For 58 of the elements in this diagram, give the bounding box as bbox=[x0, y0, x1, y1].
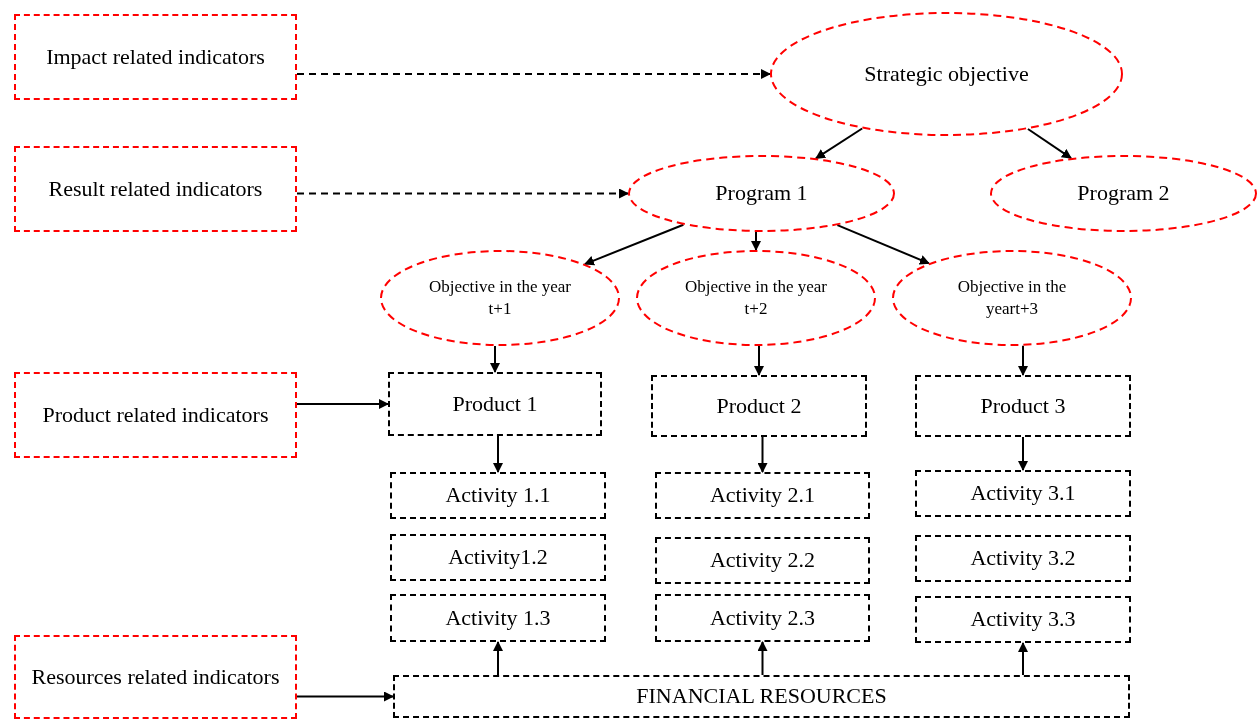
node-label: Program 2 bbox=[1077, 179, 1170, 208]
arrow bbox=[754, 345, 764, 376]
node-label: Product 2 bbox=[716, 391, 802, 420]
process-box bbox=[655, 472, 870, 519]
arrow bbox=[1026, 128, 1073, 160]
node-label: Activity 1.3 bbox=[445, 603, 551, 632]
node-label: Impact related indicators bbox=[46, 42, 265, 71]
node-label: Program 1 bbox=[715, 179, 808, 208]
arrow bbox=[493, 641, 503, 676]
node-label: Product related indicators bbox=[42, 400, 269, 429]
process-box bbox=[915, 470, 1131, 517]
process-box bbox=[390, 472, 606, 519]
node-label: Objective in the yeart+3 bbox=[956, 275, 1068, 320]
arrow bbox=[1018, 344, 1028, 376]
node-label: Activity 3.2 bbox=[970, 544, 1076, 573]
indicator-box bbox=[14, 146, 297, 232]
arrow bbox=[757, 436, 768, 473]
node-label: Objective in the year t+2 bbox=[683, 275, 829, 320]
arrow bbox=[490, 344, 500, 373]
node-label: Activity 2.3 bbox=[709, 603, 816, 632]
node-label: Activity 3.3 bbox=[970, 605, 1076, 634]
node-label: Product 3 bbox=[980, 391, 1066, 420]
indicator-box bbox=[14, 635, 297, 719]
process-box bbox=[390, 594, 606, 642]
arrow bbox=[493, 435, 503, 473]
node-label: Result related indicators bbox=[48, 174, 263, 203]
node-label: Activity 2.2 bbox=[709, 546, 816, 575]
process-box bbox=[915, 596, 1131, 643]
node-label: Activity 3.1 bbox=[970, 479, 1076, 508]
process-box bbox=[393, 675, 1130, 718]
arrow bbox=[1018, 436, 1028, 471]
process-box bbox=[388, 372, 602, 436]
node-label: FINANCIAL RESOURCES bbox=[636, 682, 887, 711]
arrow bbox=[751, 230, 761, 251]
arrow bbox=[1018, 642, 1028, 676]
process-box bbox=[655, 537, 870, 584]
node-label: Activity 1.1 bbox=[445, 481, 551, 510]
node-label: Activity 2.1 bbox=[709, 481, 816, 510]
node-label: Objective in the year t+1 bbox=[427, 275, 573, 320]
arrow bbox=[296, 69, 771, 79]
node-label: Activity1.2 bbox=[448, 543, 548, 572]
arrow bbox=[296, 188, 629, 199]
process-box bbox=[915, 535, 1131, 582]
process-box bbox=[651, 375, 867, 437]
process-box bbox=[655, 594, 870, 642]
arrow bbox=[836, 224, 930, 265]
node-label: Strategic objective bbox=[864, 59, 1029, 88]
process-box bbox=[390, 534, 606, 581]
process-box bbox=[915, 375, 1131, 437]
arrow bbox=[814, 127, 864, 160]
node-label: Product 1 bbox=[452, 389, 538, 418]
arrow bbox=[757, 641, 768, 676]
arrow bbox=[296, 399, 389, 409]
arrow bbox=[583, 223, 685, 266]
indicator-box bbox=[14, 372, 297, 458]
node-label: Resources related indicators bbox=[31, 662, 280, 691]
arrow bbox=[296, 691, 394, 702]
indicator-box bbox=[14, 14, 297, 100]
